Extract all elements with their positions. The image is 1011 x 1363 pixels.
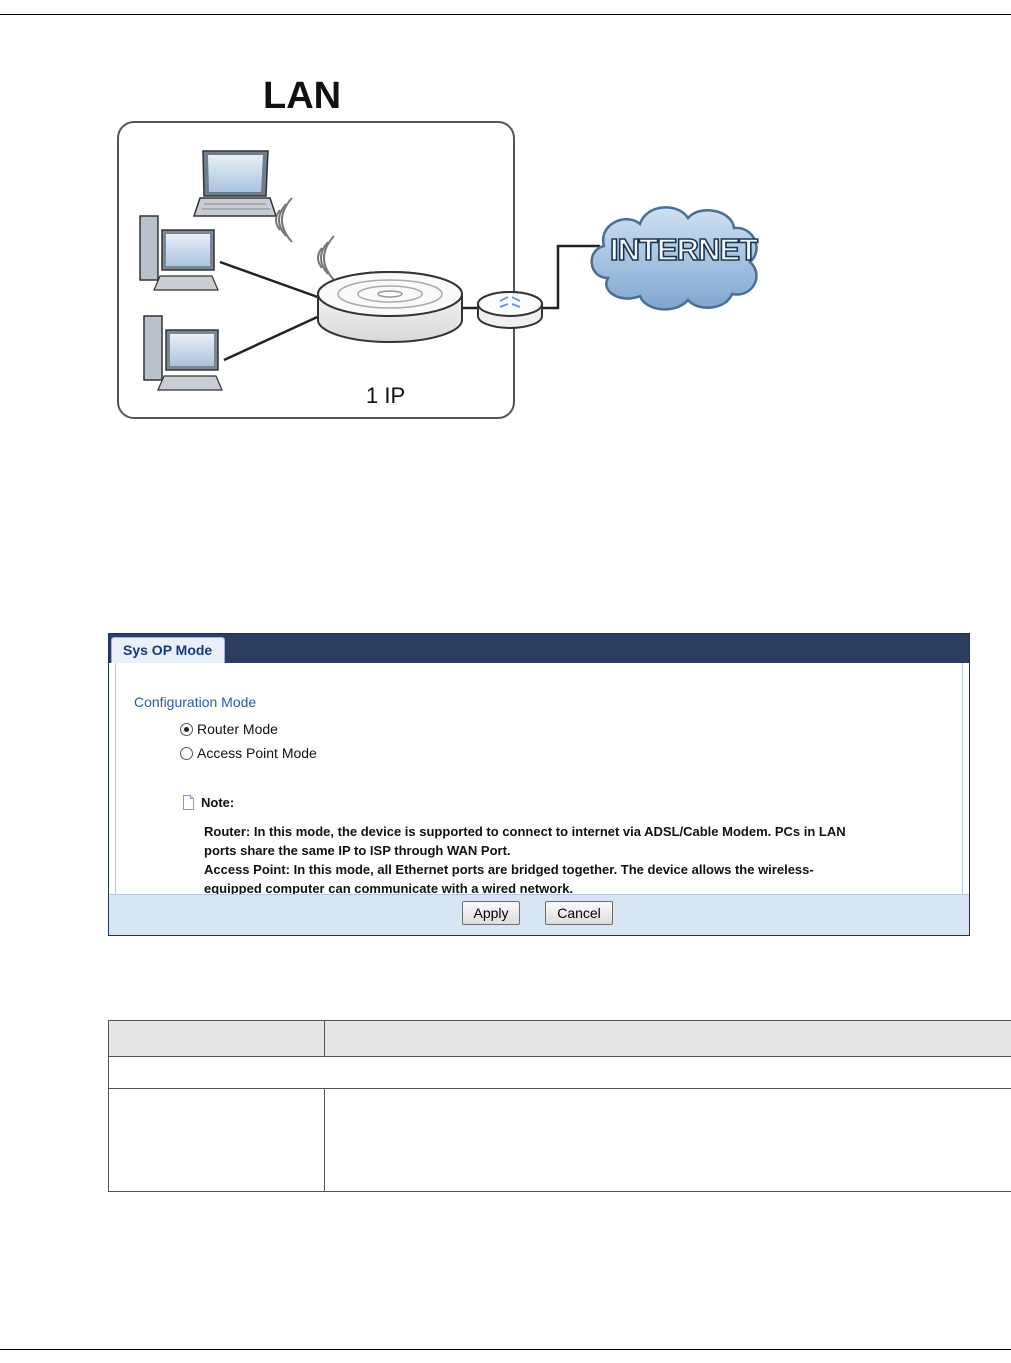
note-label: Note: [201, 795, 235, 810]
bottom-rule [0, 1349, 1011, 1350]
access-point-mode-option[interactable]: Access Point Mode [180, 745, 317, 761]
network-cables [219, 244, 600, 362]
access-point-mode-label: Access Point Mode [197, 745, 317, 761]
note-heading: Note: [183, 795, 234, 810]
panel-footer: Apply Cancel [109, 894, 969, 935]
table-row [108, 1056, 1011, 1089]
router-mode-option[interactable]: Router Mode [180, 721, 278, 737]
internet-label: INTERNET [610, 232, 758, 267]
table-cell [108, 1088, 325, 1192]
table-cell [324, 1088, 1011, 1192]
apply-button[interactable]: Apply [462, 901, 520, 925]
lan-title: LAN [263, 75, 341, 117]
lan-diagram: LAN [117, 75, 760, 419]
tab-sys-op-mode[interactable]: Sys OP Mode [111, 637, 226, 663]
note-text: Router: In this mode, the device is supp… [204, 822, 904, 898]
desktop-pc-icon [143, 315, 223, 391]
wireless-signal-icon [275, 197, 335, 281]
panel-header: Sys OP Mode [109, 634, 969, 663]
desktop-pc-icon [139, 215, 219, 291]
table-header-cell [108, 1020, 325, 1057]
access-point-mode-radio[interactable] [180, 746, 193, 760]
panel-body: Configuration Mode Router Mode Access Po… [115, 663, 963, 896]
section-title: Configuration Mode [134, 694, 257, 710]
internet-cloud-icon [590, 206, 758, 311]
table-header-row [108, 1020, 1011, 1057]
description-table [108, 1020, 1011, 1192]
modem-icon [477, 291, 543, 329]
wireless-router-icon [317, 271, 463, 343]
note-line: equipped computer can communicate with a… [204, 881, 574, 896]
note-line: Access Point: In this mode, all Ethernet… [204, 862, 814, 877]
note-icon [183, 795, 194, 810]
cancel-button[interactable]: Cancel [545, 901, 613, 925]
note-line: ports share the same IP to ISP through W… [204, 843, 511, 858]
table-header-cell [324, 1020, 1011, 1057]
top-rule [0, 14, 1011, 15]
router-mode-label: Router Mode [197, 721, 278, 737]
ip-label: 1 IP [366, 383, 405, 408]
router-mode-radio[interactable] [180, 722, 193, 736]
table-cell [108, 1056, 1011, 1089]
sys-op-mode-panel: Sys OP Mode Configuration Mode Router Mo… [108, 633, 970, 936]
laptop-icon [192, 150, 278, 217]
note-line: Router: In this mode, the device is supp… [204, 824, 846, 839]
table-row [108, 1088, 1011, 1192]
